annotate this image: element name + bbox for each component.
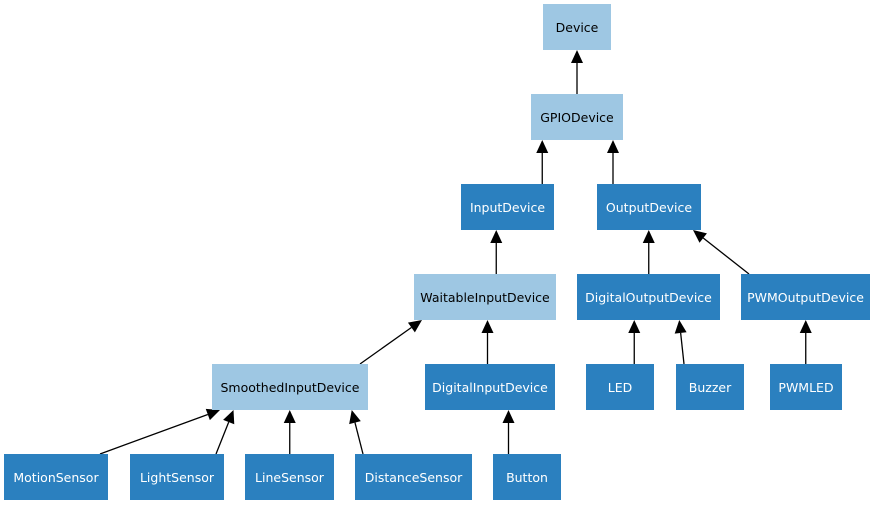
node-input-device: InputDevice [461, 184, 554, 230]
node-gpio-device: GPIODevice [531, 94, 623, 140]
arrowhead [642, 230, 655, 243]
edge-waitable_input_device-to-input_device [490, 230, 503, 274]
edge-line [679, 332, 685, 365]
edge-buzzer-to-digital_output_device [674, 320, 687, 365]
arrowhead [223, 410, 235, 425]
node-waitable-input-device: WaitableInputDevice [414, 274, 556, 320]
node-motion-sensor: MotionSensor [4, 454, 108, 500]
edge-line [99, 413, 209, 455]
node-digital-output-device: DigitalOutputDevice [577, 274, 720, 320]
edge-digital_input_device-to-waitable_input_device [481, 320, 494, 364]
node-pwm-output-device: PWMOutputDevice [741, 274, 870, 320]
arrowhead [674, 320, 687, 334]
arrowhead [490, 230, 503, 243]
arrowhead [481, 320, 494, 333]
edge-led-to-digital_output_device [628, 320, 641, 364]
node-distance-sensor: DistanceSensor [355, 454, 472, 500]
edge-digital_output_device-to-output_device [642, 230, 655, 274]
node-output-device: OutputDevice [597, 184, 701, 230]
node-led: LED [586, 364, 654, 410]
edge-line_sensor-to-smoothed_input_device [283, 410, 296, 454]
node-smoothed-input-device: SmoothedInputDevice [212, 364, 368, 410]
node-digital-input-device: DigitalInputDevice [425, 364, 555, 410]
node-device: Device [543, 4, 611, 50]
node-light-sensor: LightSensor [130, 454, 224, 500]
edge-light_sensor-to-smoothed_input_device [215, 410, 235, 455]
edge-button-to-digital_input_device [502, 410, 515, 454]
edge-gpio_device-to-device [571, 50, 583, 94]
edge-motion_sensor-to-smoothed_input_device [99, 408, 220, 455]
edge-line [359, 326, 412, 365]
arrowhead [607, 140, 619, 153]
arrowhead [571, 50, 583, 63]
arrowhead [536, 140, 549, 153]
edge-distance_sensor-to-smoothed_input_device [349, 410, 364, 455]
edge-pwm_output_device-to-output_device [693, 230, 750, 275]
edge-line [354, 422, 364, 455]
node-button: Button [493, 454, 561, 500]
arrowhead [628, 320, 641, 333]
edge-line [215, 421, 230, 455]
edge-line [702, 237, 750, 275]
arrowhead [349, 410, 361, 425]
edge-pwmled-to-pwm_output_device [799, 320, 812, 364]
node-buzzer: Buzzer [676, 364, 744, 410]
arrowhead [407, 320, 422, 333]
node-line-sensor: LineSensor [245, 454, 334, 500]
arrowhead [283, 410, 296, 423]
edge-output_device-to-gpio_device [607, 140, 619, 184]
arrowhead [502, 410, 515, 423]
node-pwmled: PWMLED [770, 364, 842, 410]
arrowhead [693, 230, 707, 243]
arrowhead [205, 408, 220, 421]
edge-smoothed_input_device-to-waitable_input_device [359, 320, 422, 365]
arrowhead [799, 320, 812, 333]
edge-input_device-to-gpio_device [536, 140, 549, 184]
